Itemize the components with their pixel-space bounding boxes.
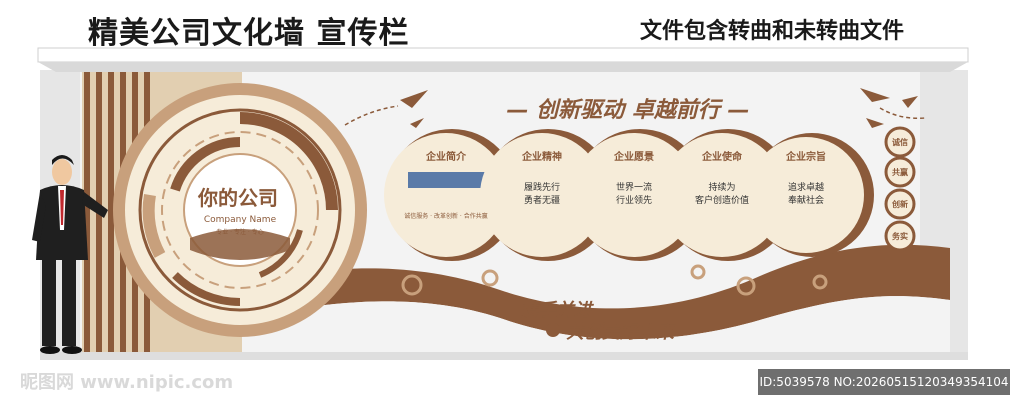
- company-tagline: 专业 · 专注 · 专心: [216, 228, 263, 236]
- wave-under: [250, 296, 950, 352]
- value-badge-label: 诚信: [892, 137, 908, 147]
- page-title: 精美公司文化墙 宣传栏: [88, 16, 410, 51]
- card-line: 奉献社会: [788, 194, 824, 206]
- wall-cap-shadow: [38, 62, 968, 72]
- company-name-en: Company Name: [204, 215, 277, 225]
- plane-trail: [344, 105, 399, 126]
- value-badge-label: 创新: [891, 199, 908, 209]
- decor-dots: [401, 264, 828, 296]
- value-badges: [884, 126, 916, 252]
- card-2: [480, 129, 614, 261]
- card-1: [384, 129, 518, 261]
- card-line: 客户创造价值: [695, 194, 749, 206]
- watermark-id: ID:5039578 NO:20260515120349354104: [758, 369, 1010, 395]
- slogan-top: — 创新驱动 卓越前行 —: [507, 97, 750, 123]
- card-title: 企业简介: [425, 150, 467, 163]
- company-name: 你的公司: [197, 186, 278, 210]
- card-title: 企业精神: [521, 150, 562, 163]
- slogan-bottom-2: 共创美好未来: [566, 322, 676, 343]
- paper-plane-icon: [400, 88, 918, 128]
- wall-floor: [40, 352, 968, 360]
- card-footer: 诚信服务 · 改革创新 · 合作共赢: [404, 212, 487, 220]
- card-title: 企业愿景: [613, 150, 654, 163]
- value-badge-label: 务实: [892, 231, 908, 241]
- card-5: [748, 133, 874, 257]
- card-line: 履践先行: [524, 181, 560, 193]
- page-subtitle: 文件包含转曲和未转曲文件: [640, 19, 905, 44]
- plane-trail: [879, 107, 926, 120]
- value-badge-label: 共赢: [892, 167, 908, 177]
- card-title: 企业使命: [701, 150, 743, 163]
- card-line: 持续为: [708, 181, 735, 193]
- wave-band: [250, 244, 950, 340]
- arrow-icon: [546, 323, 560, 337]
- card-line: 世界一流: [616, 181, 652, 193]
- wall-cap: [37, 47, 969, 63]
- card-line: 行业领先: [616, 194, 652, 206]
- slogan-bottom-1: 携手并进: [520, 300, 595, 321]
- card-line: 勇者无疆: [524, 195, 560, 206]
- businessman-figure: [32, 155, 108, 354]
- company-emblem: [113, 83, 367, 337]
- card-line: 追求卓越: [788, 181, 824, 193]
- card-title: 企业宗旨: [785, 150, 826, 163]
- watermark-site: 昵图网 www.nipic.com: [20, 372, 234, 393]
